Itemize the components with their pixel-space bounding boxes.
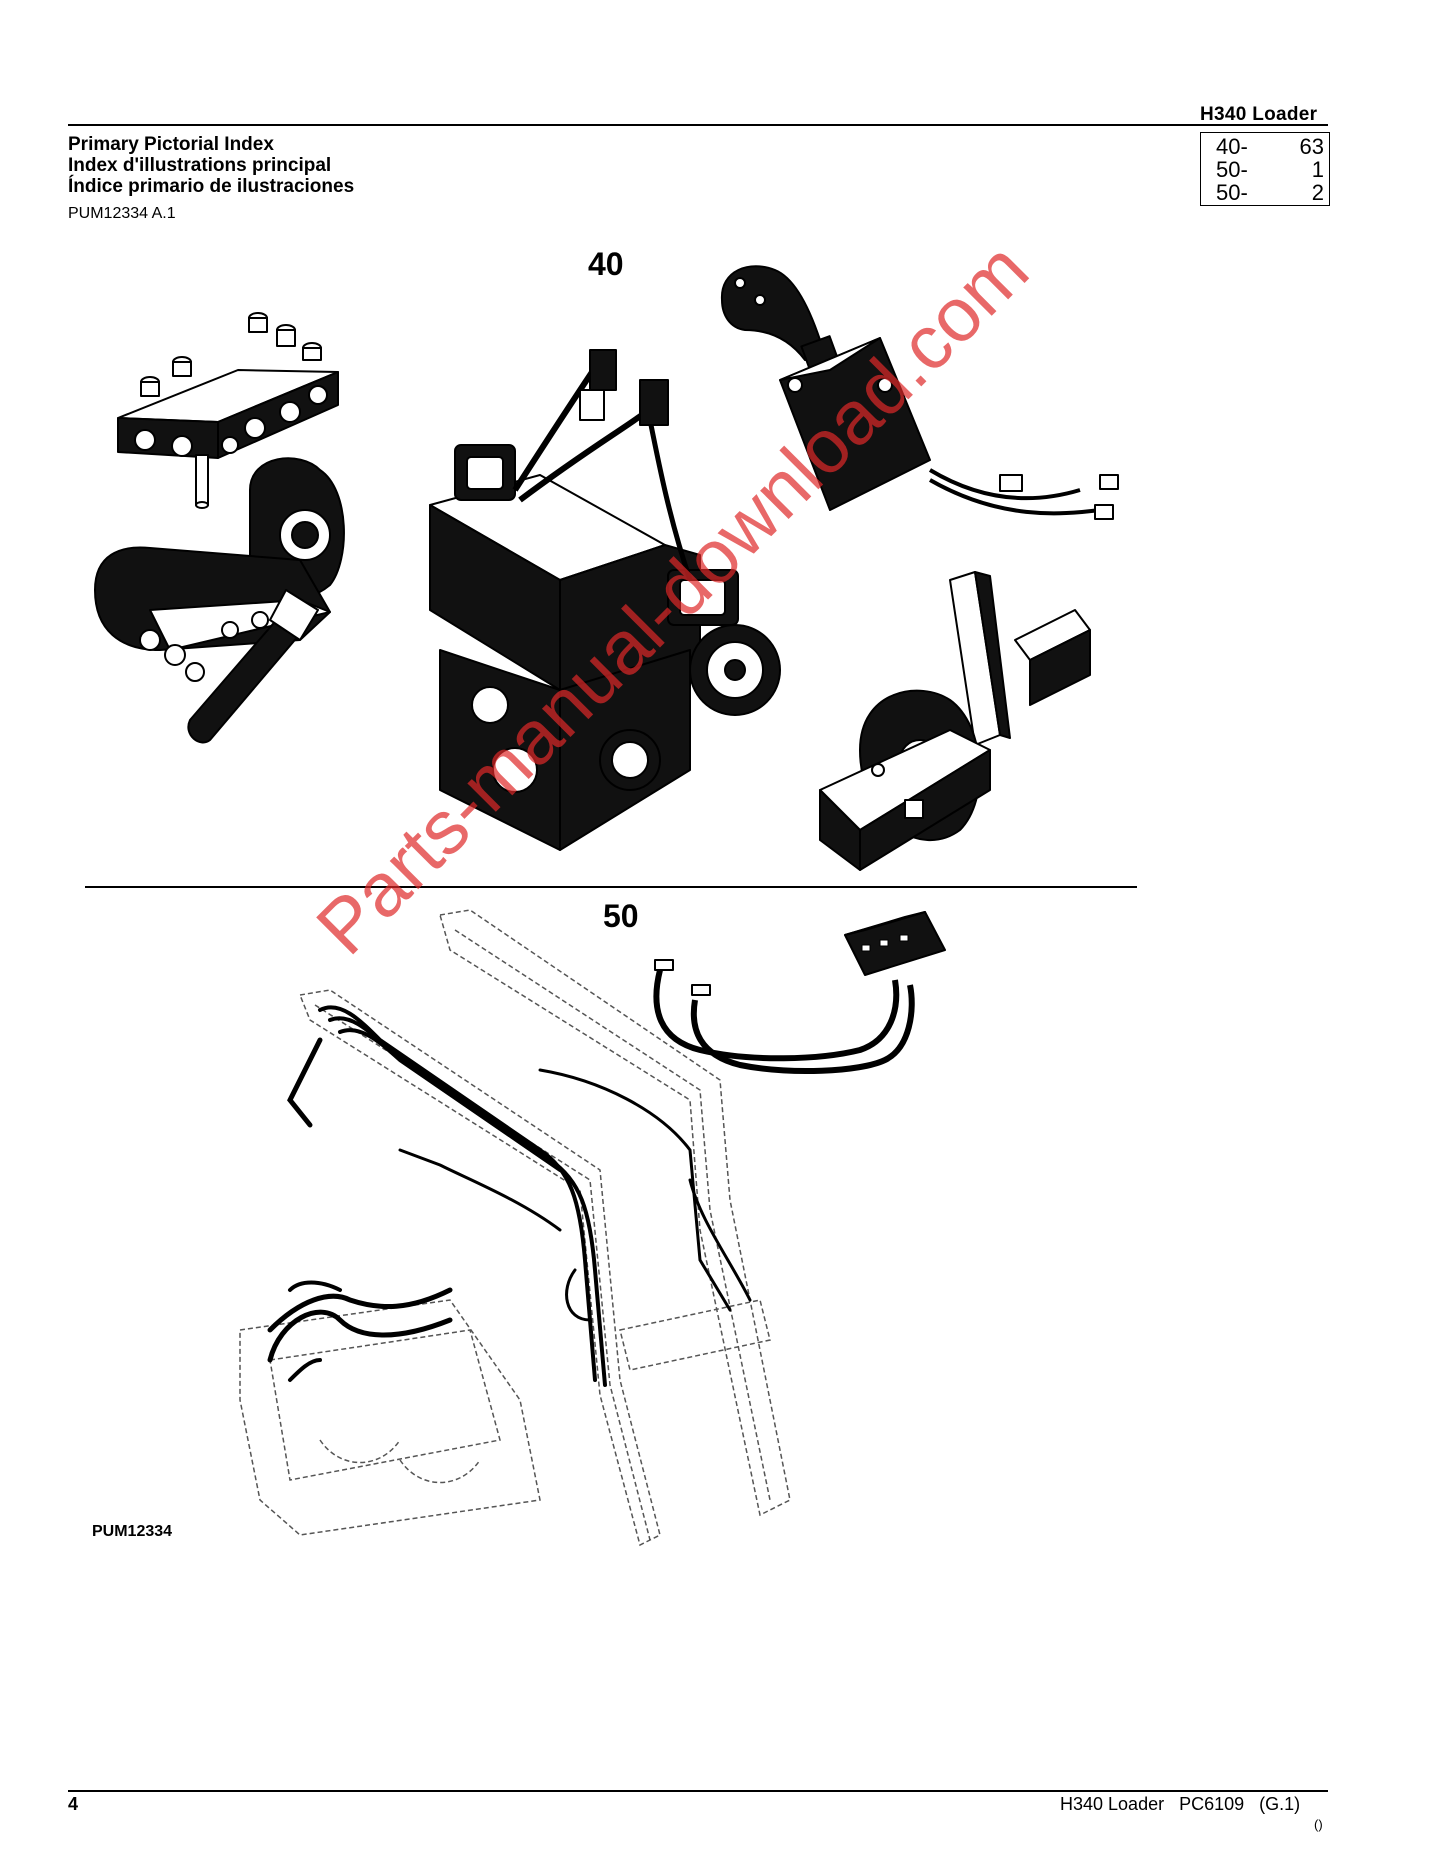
product-name: H340 Loader (1200, 104, 1318, 125)
title-french: Index d'illustrations principal (68, 155, 332, 176)
index-row[interactable]: 50- 1 (1216, 158, 1324, 181)
index-page: 2 (1311, 180, 1324, 205)
footer-note: () (1314, 1817, 1323, 1832)
index-section: 40- (1216, 134, 1248, 159)
page-titles: Primary Pictorial Index Index d'illustra… (68, 134, 354, 197)
index-section: 50- (1216, 180, 1248, 205)
page-number: 4 (68, 1794, 79, 1814)
index-row[interactable]: 50- 2 (1216, 181, 1324, 204)
index-page: 63 (1299, 134, 1324, 159)
valve-manifold-drawing (117, 312, 339, 509)
loader-hoses-drawing (267, 1005, 752, 1387)
section-number-40[interactable]: 40 (588, 246, 624, 282)
coupler-hoses-drawing (653, 911, 946, 1074)
title-english: Primary Pictorial Index (68, 134, 274, 155)
footer-rule (68, 1790, 1328, 1792)
index-section: 50- (1216, 157, 1248, 182)
footer-document-info: H340 Loader PC6109 (G.1) (1060, 1794, 1301, 1814)
loader-frame-drawing (239, 909, 791, 1547)
index-box: 40- 63 50- 1 50- 2 (1200, 132, 1330, 206)
control-valve-drawing (429, 349, 781, 851)
section-number-50[interactable]: 50 (603, 898, 639, 934)
index-page: 1 (1311, 157, 1324, 182)
index-row[interactable]: 40- 63 (1216, 135, 1324, 158)
header-rule (68, 124, 1328, 126)
title-spanish: Índice primario de ilustraciones (68, 176, 355, 197)
joystick-valve-drawing (94, 457, 345, 744)
joystick-handle-drawing (720, 265, 1119, 520)
figure-id: PUM12334 (92, 1523, 172, 1540)
lever-mount-drawing (819, 571, 1091, 871)
figure-reference: PUM12334 A.1 (68, 205, 176, 222)
